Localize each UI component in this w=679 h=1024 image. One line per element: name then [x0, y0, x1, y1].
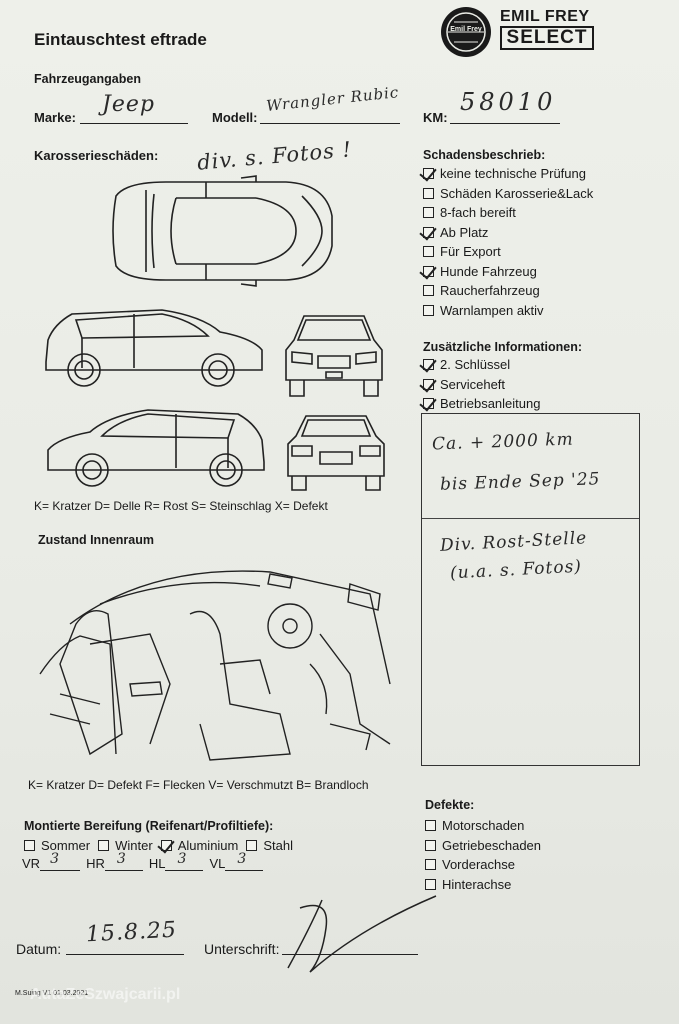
checkbox[interactable]	[246, 840, 258, 852]
body-damage-label: Karosserieschäden:	[34, 148, 159, 163]
interior-legend: K= Kratzer D= Defekt F= Flecken V= Versc…	[28, 778, 369, 792]
make-value: Jeep	[102, 92, 155, 117]
checkbox[interactable]	[423, 359, 434, 371]
checkbox[interactable]	[425, 859, 436, 871]
tire-option-winter[interactable]: Winter	[98, 836, 153, 856]
tread-vl-label: VL	[209, 856, 226, 871]
logo-badge-text: Emil Frey	[450, 26, 482, 33]
checkbox[interactable]	[423, 265, 434, 277]
interior-diagram[interactable]	[30, 564, 400, 764]
footer-version: M.Suing V1 01.03.2021	[15, 990, 89, 997]
checkbox[interactable]	[423, 378, 434, 390]
checkbox[interactable]	[423, 285, 434, 297]
logo-bottom-text: SELECT	[500, 26, 594, 50]
checkbox[interactable]	[98, 840, 110, 852]
tires-options: Sommer Winter Aluminium Stahl	[24, 836, 293, 856]
defects-list: Motorschaden Getriebeschaden Vorderachse…	[425, 816, 541, 894]
interior-section-title: Zustand Innenraum	[38, 533, 154, 547]
notes-line-1: Ca. + 2000 km	[431, 429, 574, 455]
exterior-legend: K= Kratzer D= Delle R= Rost S= Steinschl…	[34, 499, 328, 513]
notes-box[interactable]: Ca. + 2000 km bis Ende Sep '25 Div. Rost…	[421, 413, 640, 766]
defects-title: Defekte:	[425, 798, 475, 812]
tire-option-aluminium[interactable]: Aluminium	[160, 836, 238, 856]
damage-item-8-tires[interactable]: 8-fach bereift	[423, 203, 593, 223]
tread-vr-label: VR	[22, 856, 41, 871]
info-item-second-key[interactable]: 2. Schlüssel	[423, 355, 540, 375]
notes-divider	[422, 518, 639, 519]
checkbox[interactable]	[425, 820, 436, 832]
tire-option-steel[interactable]: Stahl	[246, 836, 293, 856]
signature-image	[270, 888, 440, 978]
damage-description-title: Schadensbeschrieb:	[423, 148, 546, 162]
km-label: KM:	[423, 110, 448, 125]
checkbox[interactable]	[24, 840, 35, 852]
damage-item-smoker[interactable]: Raucherfahrzeug	[423, 281, 593, 301]
model-value: Wrangler Rubic	[265, 83, 401, 115]
checkbox[interactable]	[423, 226, 434, 238]
tread-hr-field[interactable]: 3	[104, 851, 143, 871]
signature-label: Unterschrift:	[204, 941, 280, 957]
checkbox[interactable]	[423, 187, 434, 199]
notes-line-4: (u.a. s. Fotos)	[449, 556, 583, 584]
damage-item-dog-vehicle[interactable]: Hunde Fahrzeug	[423, 262, 593, 282]
car-top-view-diagram[interactable]	[106, 176, 336, 286]
tread-vr-field[interactable]: 3	[40, 851, 81, 871]
form-title: Eintauschtest eftrade	[34, 30, 207, 49]
body-damage-note: div. s. Fotos !	[196, 137, 353, 175]
model-label: Modell:	[212, 110, 258, 125]
info-item-service-book[interactable]: Serviceheft	[423, 375, 540, 395]
tread-hr-label: HR	[86, 856, 105, 871]
model-field[interactable]: Wrangler Rubic	[260, 83, 400, 124]
checkbox[interactable]	[160, 840, 172, 852]
make-label: Marke:	[34, 110, 76, 125]
damage-item-no-inspection[interactable]: keine technische Prüfung	[423, 164, 593, 184]
date-field[interactable]: 15.8.25	[66, 918, 184, 955]
additional-info-title: Zusätzliche Informationen:	[423, 340, 583, 354]
make-field[interactable]: Jeep	[80, 92, 188, 124]
logo-emblem-icon	[441, 7, 491, 57]
checkbox[interactable]	[425, 839, 436, 851]
checkbox[interactable]	[423, 304, 434, 316]
tread-depths: VR 3 HR 3 HL 3 VL 3	[22, 851, 264, 871]
logo-top-text: EMIL FREY	[500, 8, 590, 25]
date-value: 15.8.25	[85, 917, 178, 948]
defect-gearbox[interactable]: Getriebeschaden	[425, 836, 541, 856]
damage-item-export[interactable]: Für Export	[423, 242, 593, 262]
car-right-side-diagram[interactable]	[44, 406, 268, 490]
checkbox[interactable]	[425, 878, 436, 890]
date-label: Datum:	[16, 941, 62, 957]
checkbox[interactable]	[423, 398, 434, 410]
tread-hl-label: HL	[148, 856, 166, 871]
signature-field[interactable]	[282, 930, 418, 955]
checkbox[interactable]	[423, 168, 434, 180]
additional-info-list: 2. Schlüssel Serviceheft Betriebsanleitu…	[423, 355, 540, 414]
km-field[interactable]: 58010	[450, 88, 560, 124]
checkbox[interactable]	[423, 246, 434, 258]
tires-section-title: Montierte Bereifung (Reifenart/Profiltie…	[24, 819, 274, 833]
car-left-side-diagram[interactable]	[42, 306, 266, 390]
checkbox[interactable]	[423, 207, 434, 219]
watermark: AutaZeSzwajcarii.pl	[30, 986, 181, 1003]
car-rear-view-diagram[interactable]	[284, 412, 388, 492]
emil-frey-logo: Emil Frey EMIL FREY SELECT	[438, 4, 598, 60]
notes-line-3: Div. Rost-Stelle	[439, 528, 588, 556]
km-value: 58010	[460, 88, 557, 116]
defect-engine[interactable]: Motorschaden	[425, 816, 541, 836]
info-item-manual[interactable]: Betriebsanleitung	[423, 394, 540, 414]
damage-item-body-paint[interactable]: Schäden Karosserie&Lack	[423, 184, 593, 204]
damage-description-list: keine technische Prüfung Schäden Karosse…	[423, 164, 593, 320]
notes-line-2: bis Ende Sep '25	[439, 469, 601, 495]
defect-front-axle[interactable]: Vorderachse	[425, 855, 541, 875]
defect-rear-axle[interactable]: Hinterachse	[425, 875, 541, 895]
tread-vl-field[interactable]: 3	[225, 851, 264, 871]
tread-hl-field[interactable]: 3	[165, 851, 204, 871]
tire-option-summer[interactable]: Sommer	[24, 836, 90, 856]
vehicle-section-title: Fahrzeugangaben	[34, 72, 141, 86]
damage-item-warning-lamps[interactable]: Warnlampen aktiv	[423, 301, 593, 321]
damage-item-ab-platz[interactable]: Ab Platz	[423, 223, 593, 243]
car-front-view-diagram[interactable]	[282, 310, 386, 400]
